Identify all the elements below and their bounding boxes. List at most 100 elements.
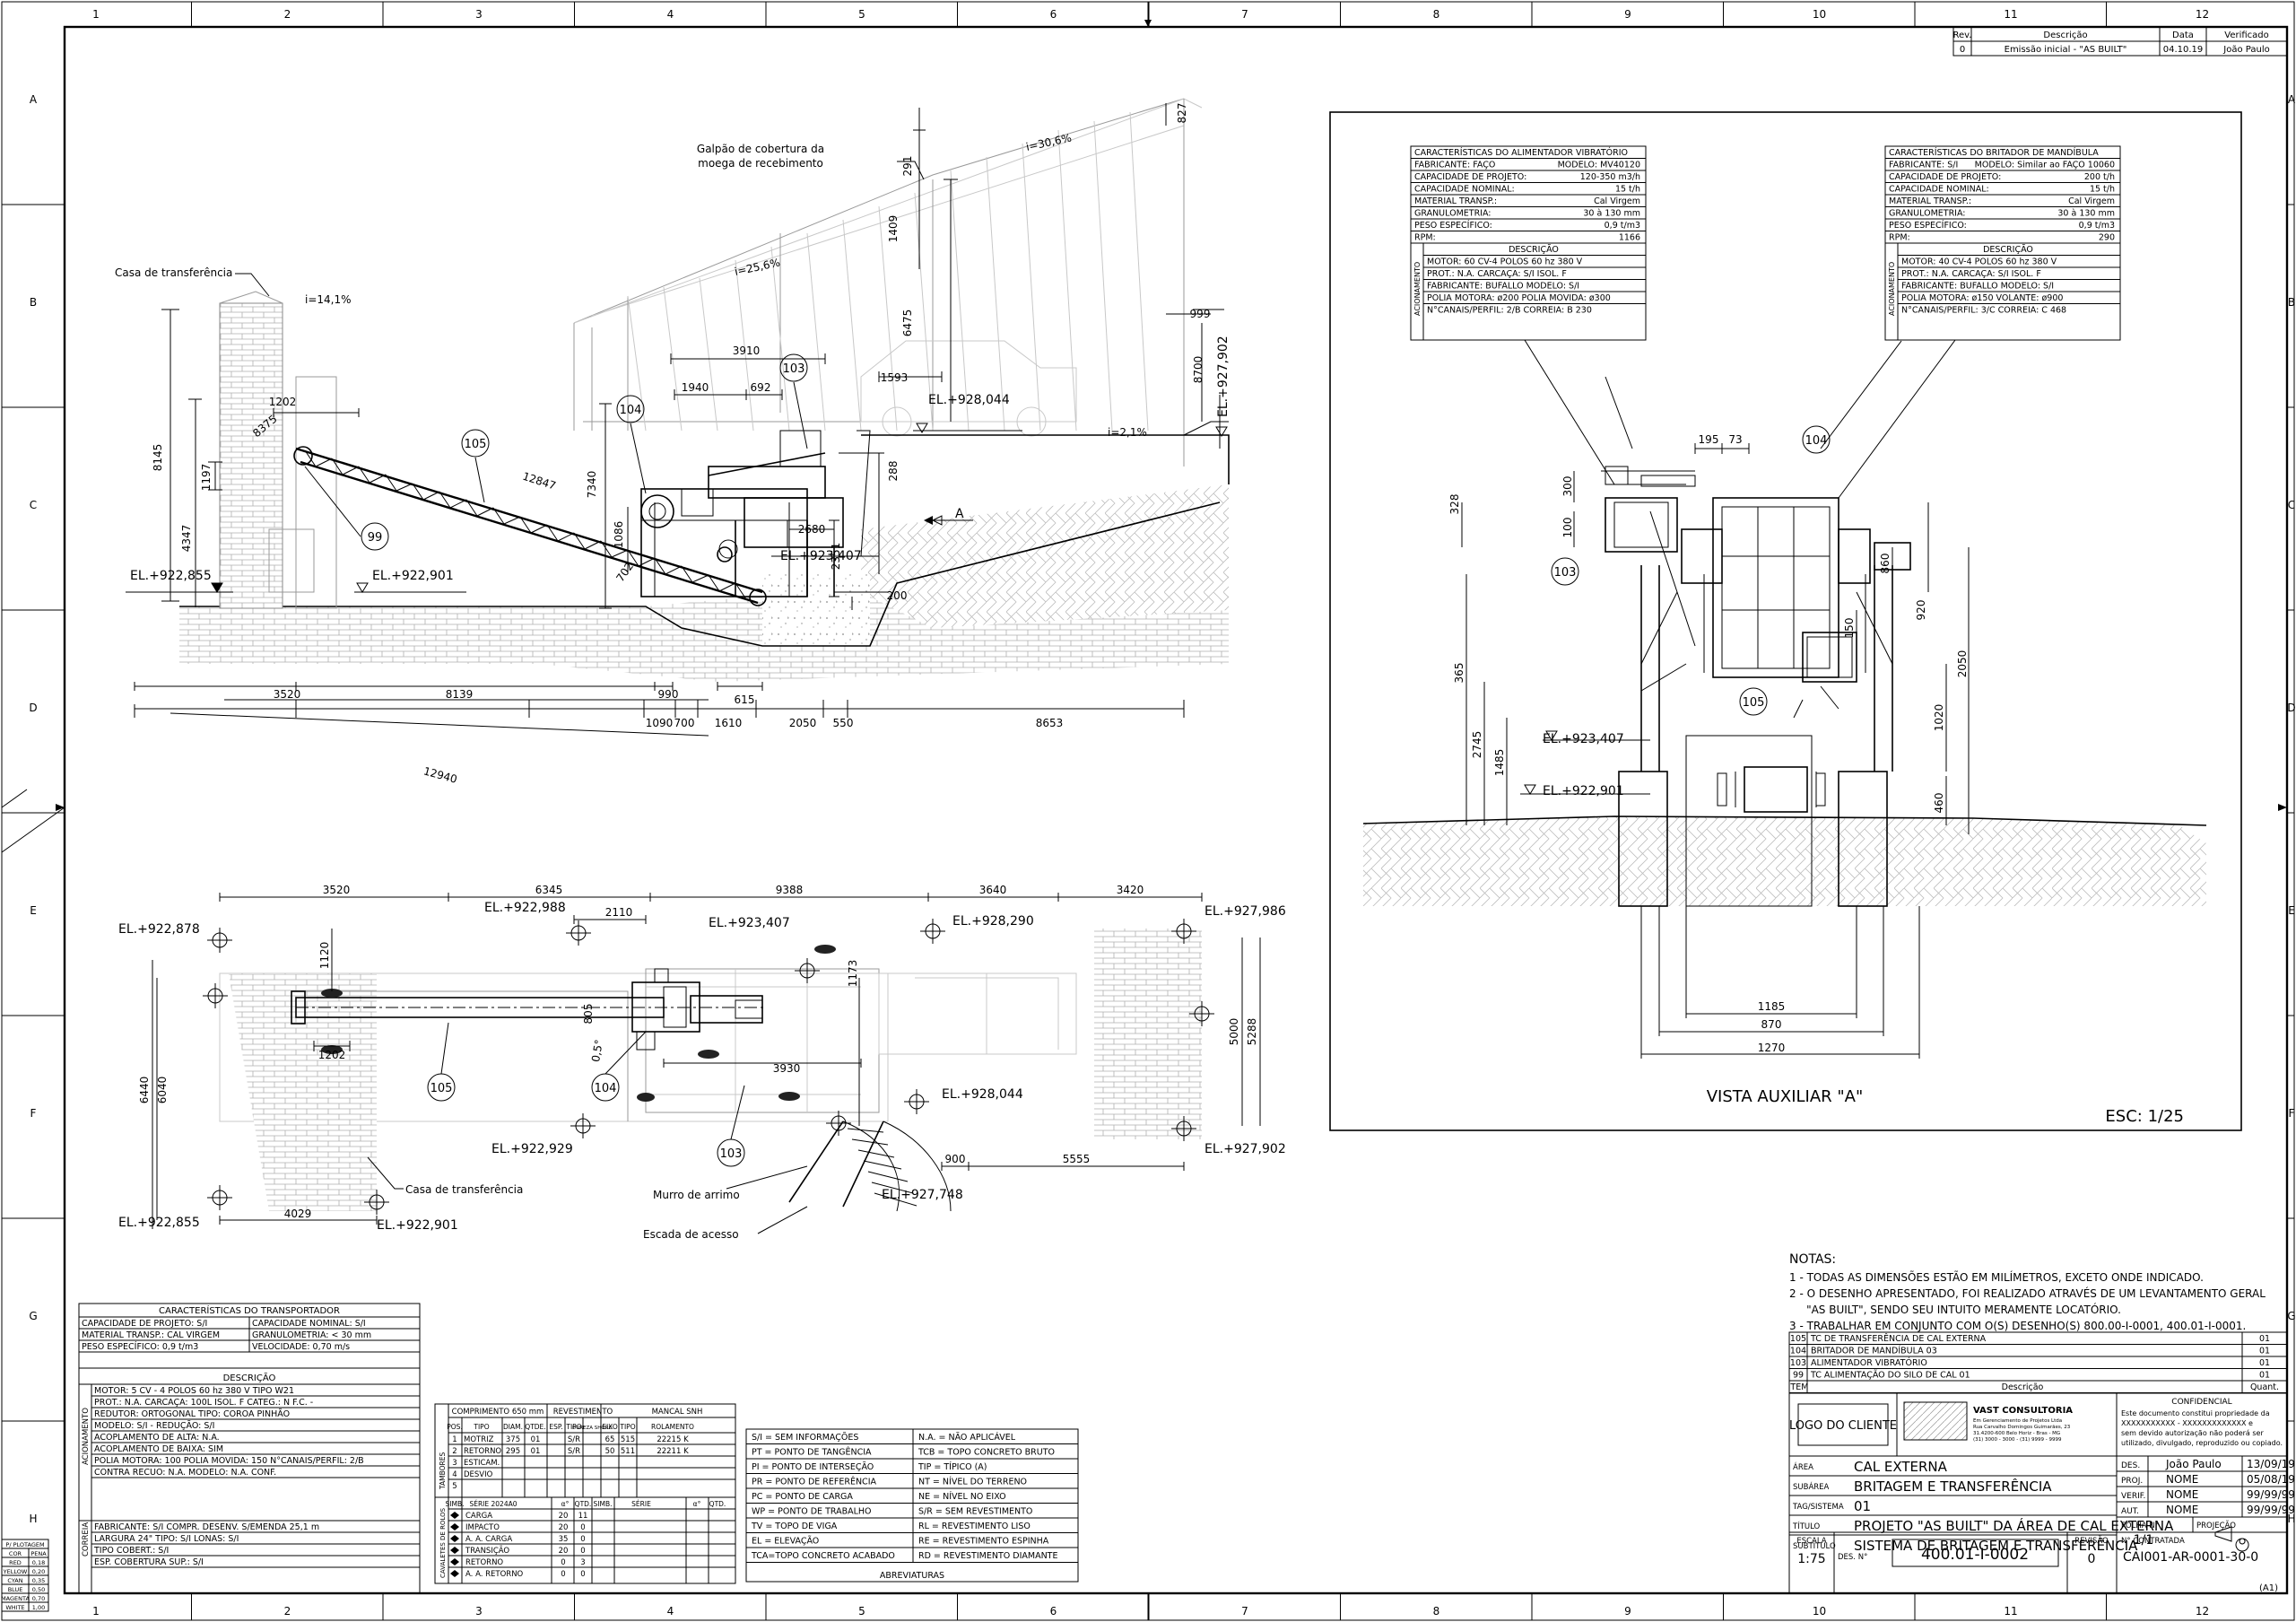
bom-header: Descrição — [2002, 1382, 2044, 1392]
elevation-dimension: 2351 — [830, 543, 842, 571]
signoff-role: AUT. — [2121, 1507, 2139, 1516]
sheet-size: (A1) — [2259, 1583, 2278, 1593]
table-cell: PROT.: N.A. CARCAÇA: 100L ISOL. F CATEG.… — [94, 1398, 313, 1408]
plan-dimension: 1120 — [318, 942, 331, 970]
column-label: 2 — [284, 8, 291, 21]
sheet-label: FOLHA N° — [2121, 1522, 2159, 1530]
table-cell: POLIA MOTORA: ø150 VOLANTE: ø900 — [1901, 293, 2063, 303]
column-label: 1 — [92, 1605, 100, 1618]
bom-item: 105 — [1790, 1334, 1806, 1344]
bom-header: Quant. — [2250, 1382, 2279, 1392]
column-label: 6 — [1050, 1605, 1057, 1618]
callout-number: 105 — [1743, 696, 1765, 710]
aux-view-frame — [1329, 111, 2242, 1131]
scale-label: ESCALA — [1796, 1537, 1826, 1546]
slope-3: i=30,6% — [1025, 132, 1073, 153]
plan-elevation: EL.+927,748 — [882, 1188, 963, 1202]
callout-number: 99 — [368, 531, 383, 545]
table-cell: MATERIAL TRANSP.: CAL VIRGEM — [82, 1330, 220, 1340]
table-cell: FABRICANTE: FAÇO — [1414, 161, 1495, 170]
row-label: B — [2288, 296, 2295, 309]
bom-qty: 01 — [2259, 1334, 2270, 1344]
column-label: 4 — [667, 8, 674, 21]
aux-el-923407: EL.+923,407 — [1543, 732, 1624, 746]
table-cell: N°CANAIS/PERFIL: 3/C CORREIA: C 468 — [1901, 306, 2066, 316]
table-cell: FABRICANTE: S/I COMPR. DESENV. S/EMENDA … — [94, 1522, 319, 1532]
signoff-role: VERIF. — [2121, 1492, 2145, 1501]
bom-qty: 01 — [2259, 1347, 2270, 1356]
callout-number: 103 — [720, 1147, 743, 1161]
row-label: D — [29, 702, 37, 714]
elevation-dimension: 990 — [658, 688, 679, 701]
inner-border — [63, 25, 2289, 1595]
elevation-dimension: 8653 — [1036, 717, 1064, 729]
elevation-dimension: 1610 — [715, 717, 743, 729]
company-name: VAST CONSULTORIA — [1973, 1406, 2073, 1416]
column-label: 11 — [2004, 1605, 2017, 1618]
row-label: C — [30, 499, 37, 511]
elevation-dimension: 692 — [751, 381, 771, 394]
plan-elevation: EL.+928,044 — [942, 1087, 1023, 1102]
drum-col-header: DUREZA SHORE — [572, 1426, 613, 1431]
elevation-dimension: 1086 — [613, 521, 625, 549]
drum-cell: S/R — [568, 1435, 580, 1444]
table-cell: CAPACIDADE DE PROJETO: — [1889, 172, 2001, 182]
plot-legend-pen: 0,18 — [32, 1559, 45, 1566]
table-cell: Cal Virgem — [2068, 196, 2115, 206]
callout-bubble — [461, 429, 490, 458]
abbr-left: PR = PONTO DE REFERÊNCIA — [752, 1477, 876, 1487]
idler-cell: 20 — [559, 1523, 569, 1532]
elevation-dimension: 4347 — [180, 525, 193, 553]
drum-cell: 511 — [621, 1447, 635, 1456]
rev-value: 0 — [1960, 45, 1965, 55]
table-subheader: DESCRIÇÃO — [223, 1372, 276, 1383]
callout-number: 103 — [1554, 566, 1577, 580]
table-subheader: DESCRIÇÃO — [1509, 245, 1559, 255]
el-922855: EL.+922,855 — [130, 569, 212, 583]
plan-dimension: 3640 — [979, 884, 1007, 896]
drum-cell: 22215 K — [657, 1435, 689, 1444]
callout-bubble — [361, 522, 389, 551]
abbr-left: EL = ELEVAÇÃO — [752, 1537, 819, 1547]
row-label: A — [30, 93, 38, 106]
table-cell: MODELO: Similar ao FAÇO 10060 — [1975, 161, 2115, 170]
conveyor-characteristics-table: CARACTERÍSTICAS DO TRANSPORTADORCAPACIDA… — [78, 1303, 421, 1594]
table-cell: 0,9 t/m3 — [2079, 221, 2115, 231]
plot-legend-header: PENA — [30, 1550, 47, 1557]
aux-dimension: 73 — [1728, 433, 1742, 446]
callout-number: 104 — [595, 1082, 617, 1095]
table-cell: POLIA MOTORA: 100 POLIA MOVIDA: 150 N°CA… — [94, 1456, 364, 1466]
aux-view-scale: ESC: 1/25 — [2105, 1107, 2184, 1126]
abbr-left: WP = PONTO DE TRABALHO — [752, 1507, 872, 1517]
row-label: D — [2287, 702, 2295, 714]
drum-col-header: EIXO — [602, 1423, 618, 1431]
aux-el-922901: EL.+922,901 — [1543, 784, 1624, 798]
shed-label-1: Galpão de cobertura da — [697, 143, 824, 155]
contract-number: CAI001-AR-0001-30-0 — [2123, 1550, 2258, 1565]
elevation-dimension: 1409 — [887, 215, 900, 243]
aux-dimension: 1485 — [1493, 749, 1506, 777]
elevation-dimension: 550 — [833, 717, 854, 729]
bom-qty: 01 — [2259, 1358, 2270, 1368]
client-logo: LOGO DO CLIENTE — [1789, 1419, 1897, 1433]
idler-symbol-icon — [450, 1558, 459, 1565]
table-cell: PESO ESPECÍFICO: — [1889, 220, 1967, 231]
idler-cell: CARGA — [465, 1512, 492, 1521]
aux-view-labels: VISTA AUXILIAR "A" ESC: 1/25 EL.+923,407… — [1410, 145, 2184, 1126]
desc-header: Descrição — [2043, 31, 2087, 40]
column-label: 8 — [1433, 8, 1440, 21]
plan-dimension: 900 — [945, 1153, 966, 1165]
idler-header: SIMB. — [594, 1500, 613, 1508]
table-cell: 120-350 m3/h — [1580, 172, 1640, 182]
drum-cell: 50 — [605, 1447, 615, 1456]
table-cell: 290 — [2099, 233, 2115, 243]
idler-side-label: CAVALETES DE ROLOS — [439, 1507, 447, 1578]
row-label: C — [2288, 499, 2295, 511]
shed-label-2: moega de recebimento — [698, 157, 823, 170]
drum-cell: 2 — [452, 1447, 457, 1456]
table-cell: ACOPLAMENTO DE BAIXA: SIM — [94, 1444, 223, 1454]
signoff-name: NOME — [2166, 1488, 2198, 1501]
revision-value: 0 — [2088, 1552, 2096, 1566]
